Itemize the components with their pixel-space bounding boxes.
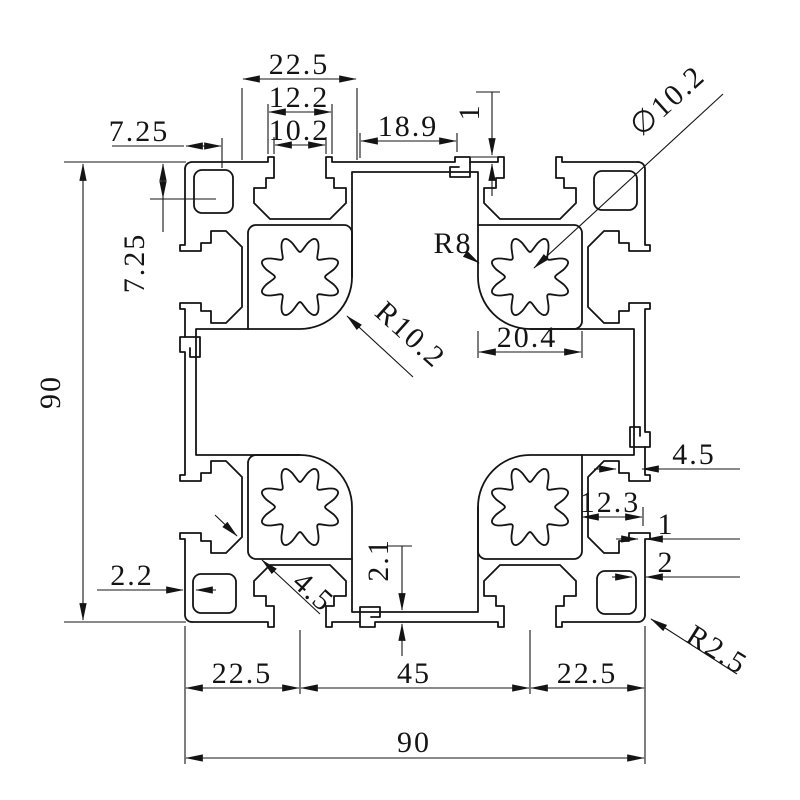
dim-boss-width: 20.4 (477, 321, 583, 358)
dim-slot-opening-width: 10.2 (269, 114, 330, 154)
dim-label: 12.2 (269, 81, 330, 114)
corner-hole (593, 170, 638, 211)
dim-label: 1 (453, 104, 486, 121)
dim-corner-hole-offset-h: 7.25 (109, 115, 223, 168)
gear-hole (490, 467, 569, 546)
mid-wall-hook (184, 336, 201, 358)
dim-bottom-pitches: 22.5 45 22.5 (185, 630, 645, 694)
gear-hole (490, 237, 569, 317)
dim-boss-corner-radius: R10.2 (346, 295, 452, 378)
dim-label: ∅10.2 (624, 59, 712, 143)
dim-strut-thickness: 4.5 (214, 514, 341, 619)
dim-profile-height: 90 (34, 161, 186, 623)
dim-gear-hole-radius: R8 (433, 227, 480, 264)
dim-side-tab-thickness: 1 (616, 508, 740, 543)
dim-label: R10.2 (369, 295, 452, 375)
dim-side-pocket-width: 12.3 (580, 486, 644, 526)
dim-label: R2.5 (681, 619, 754, 682)
dim-center-hole-diameter: ∅10.2 (533, 59, 724, 269)
extrusion-profile (179, 156, 651, 628)
dim-label: 2.1 (362, 538, 395, 582)
dim-label: 2 (658, 546, 675, 579)
mid-wall-hook (449, 161, 471, 178)
central-cavity (195, 171, 635, 613)
dim-label: 4.5 (672, 438, 716, 471)
dim-label: R8 (433, 227, 472, 260)
corner-hole (193, 169, 234, 214)
profile-side-top (184, 156, 639, 220)
mid-wall-hook (359, 606, 381, 623)
dim-lip-outer-width: 12.2 (267, 81, 333, 154)
dim-label: 90 (397, 726, 431, 759)
dim-corner-hole-offset-v: 7.25 (118, 163, 216, 294)
dim-top-flat-width: 18.9 (359, 110, 458, 158)
dim-label: 2.2 (110, 559, 154, 592)
corner-hole (192, 573, 237, 614)
dim-label: 90 (34, 375, 67, 409)
profile-side-bottom (191, 564, 646, 628)
dim-label: 7.25 (109, 115, 170, 148)
profile-side-right (587, 161, 651, 616)
dim-slot-block-width: 22.5 (241, 48, 358, 160)
dim-label: 10.2 (269, 114, 330, 147)
dim-label: 22.5 (557, 657, 618, 690)
dim-side-web-thickness: 2 (612, 546, 740, 581)
dim-outer-corner-radius: R2.5 (650, 618, 754, 682)
dim-outer-wall-thickness: 2.2 (97, 559, 216, 594)
mid-wall-hook (629, 426, 646, 448)
profile-side-left (179, 168, 243, 623)
dim-label: 4.5 (286, 565, 340, 619)
dim-label: 22.5 (212, 657, 273, 690)
gear-hole (260, 467, 340, 546)
dim-label: 45 (397, 657, 431, 690)
dim-side-slot-depth: 4.5 (594, 438, 740, 473)
dim-label: 7.25 (118, 233, 151, 294)
dim-label: 1 (658, 508, 675, 541)
dim-bottom-web-thickness: 2.1 (362, 538, 412, 656)
dim-label: 12.3 (580, 486, 641, 519)
dim-label: 22.5 (269, 48, 330, 81)
gear-boss-outline (247, 224, 353, 330)
dim-profile-width: 90 (184, 626, 646, 764)
gear-hole (261, 238, 339, 316)
dim-label: 20.4 (497, 321, 558, 354)
dim-top-step-height: 1 (453, 91, 502, 196)
dim-label: 18.9 (378, 110, 439, 143)
